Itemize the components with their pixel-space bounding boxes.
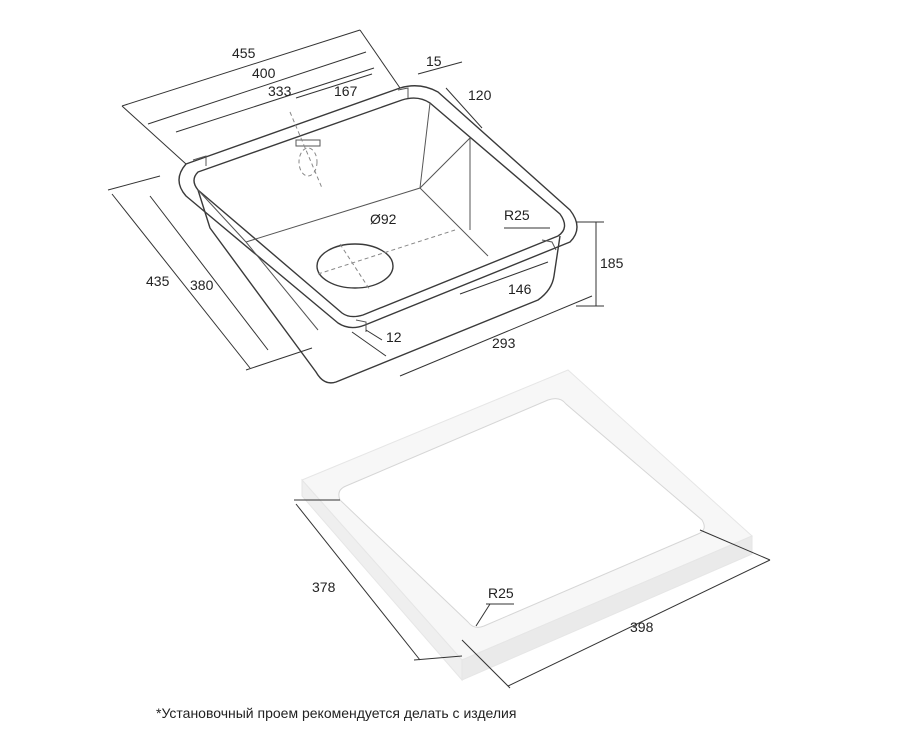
dim-293: 293	[492, 335, 516, 351]
dim-15: 15	[426, 53, 442, 69]
dim-12: 12	[386, 329, 402, 345]
dim-r25-cutout: R25	[488, 585, 514, 601]
drain-hole	[316, 243, 394, 289]
dim-380: 380	[190, 277, 214, 293]
dim-146: 146	[508, 281, 532, 297]
dim-378: 378	[312, 579, 336, 595]
dim-400: 400	[252, 65, 276, 81]
installation-footnote: *Установочный проем рекомендуется делать…	[156, 705, 517, 721]
dim-455: 455	[232, 45, 256, 61]
countertop-cutout	[301, 369, 753, 682]
brand-plate-icon	[295, 139, 321, 147]
cutout-dimension-lines	[294, 499, 771, 689]
dim-d92: Ø92	[370, 211, 397, 227]
sink-body	[178, 85, 578, 384]
dim-333: 333	[268, 83, 292, 99]
dim-120: 120	[468, 87, 492, 103]
dim-435: 435	[146, 273, 170, 289]
dimension-lines	[107, 29, 604, 377]
dim-398: 398	[630, 619, 654, 635]
dim-167: 167	[334, 83, 358, 99]
overflow-hole	[298, 147, 318, 177]
dim-185: 185	[600, 255, 624, 271]
dim-r25-bowl: R25	[504, 207, 530, 223]
